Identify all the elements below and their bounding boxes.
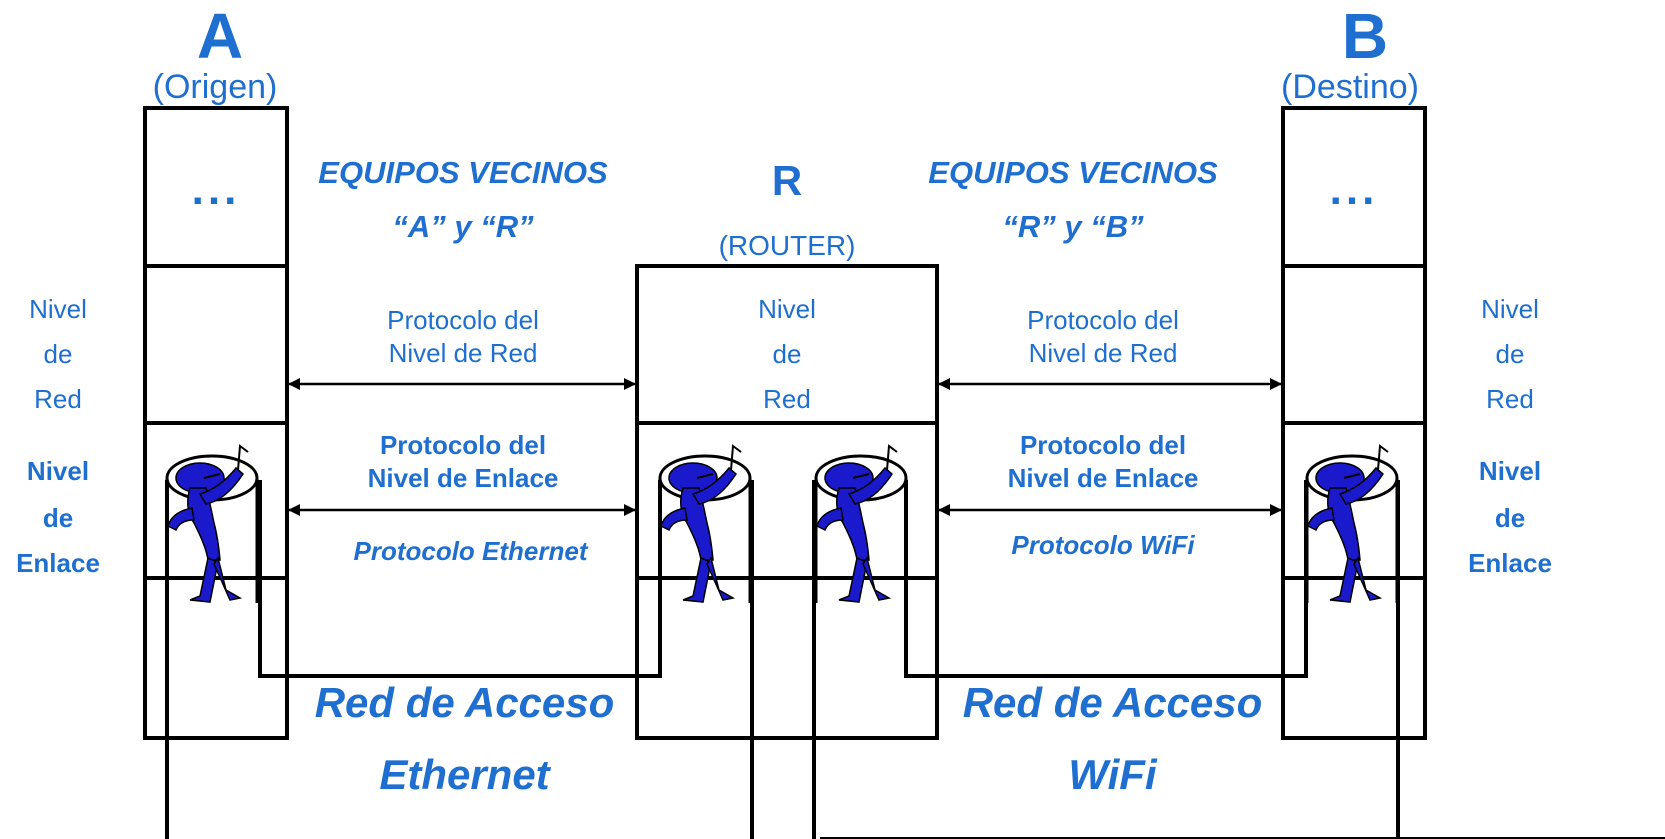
access-network-left-title: Red de Acceso [314, 679, 615, 726]
stack-r [635, 264, 939, 740]
neighbors-left-title: EQUIPOS VECINOS [318, 155, 608, 190]
left-link-label-2: de [42, 503, 74, 533]
left-link-protocol-2: Nivel de Enlace [367, 463, 559, 493]
access-network-right-type: WiFi [1068, 751, 1157, 798]
left-network-protocol-2: Nivel de Red [388, 338, 538, 368]
right-link-protocol-2: Nivel de Enlace [1007, 463, 1199, 493]
left-network-label-2: de [43, 339, 73, 369]
node-r-role: (ROUTER) [718, 230, 856, 261]
access-network-left-type: Ethernet [379, 751, 550, 798]
left-link-protocol-1: Protocolo del [379, 430, 547, 460]
left-link-protocol-name: Protocolo Ethernet [353, 536, 588, 566]
right-network-label-1: Nivel [1481, 294, 1539, 324]
node-b-upper-layers: ... [1329, 165, 1379, 214]
neighbors-right-pair: “R” y “B” [1002, 209, 1144, 244]
node-boxes [143, 106, 1427, 740]
left-network-label-3: Red [34, 384, 82, 414]
node-a-role: (Origen) [152, 68, 278, 106]
neighbors-left-pair: “A” y “R” [392, 209, 534, 244]
node-b-role: (Destino) [1281, 68, 1419, 106]
left-network-protocol-1: Protocolo del [387, 305, 539, 335]
right-link-protocol-1: Protocolo del [1019, 430, 1187, 460]
node-a-letter: A [196, 0, 244, 72]
node-r-letter: R [771, 157, 803, 204]
right-link-protocol-name: Protocolo WiFi [1011, 530, 1195, 560]
node-r-layer-2: de [772, 339, 802, 369]
right-network-label-2: de [1495, 339, 1525, 369]
right-link-label-3: Enlace [1468, 548, 1552, 578]
node-b-letter: B [1341, 0, 1389, 72]
right-link-label-1: Nivel [1478, 456, 1542, 486]
left-network-label-1: Nivel [29, 294, 87, 324]
left-link-label-3: Enlace [16, 548, 100, 578]
right-network-label-3: Red [1486, 384, 1534, 414]
neighbors-right-title: EQUIPOS VECINOS [928, 155, 1218, 190]
left-link-label-1: Nivel [26, 456, 90, 486]
node-r-layer-3: Red [763, 384, 811, 414]
node-a-upper-layers: ... [191, 165, 241, 214]
right-network-protocol-2: Nivel de Red [1028, 338, 1178, 368]
access-network-right-title: Red de Acceso [962, 679, 1263, 726]
protocol-arrows [288, 378, 1282, 516]
right-link-label-2: de [1494, 503, 1526, 533]
right-network-protocol-1: Protocolo del [1027, 305, 1179, 335]
node-r-layer-1: Nivel [758, 294, 816, 324]
